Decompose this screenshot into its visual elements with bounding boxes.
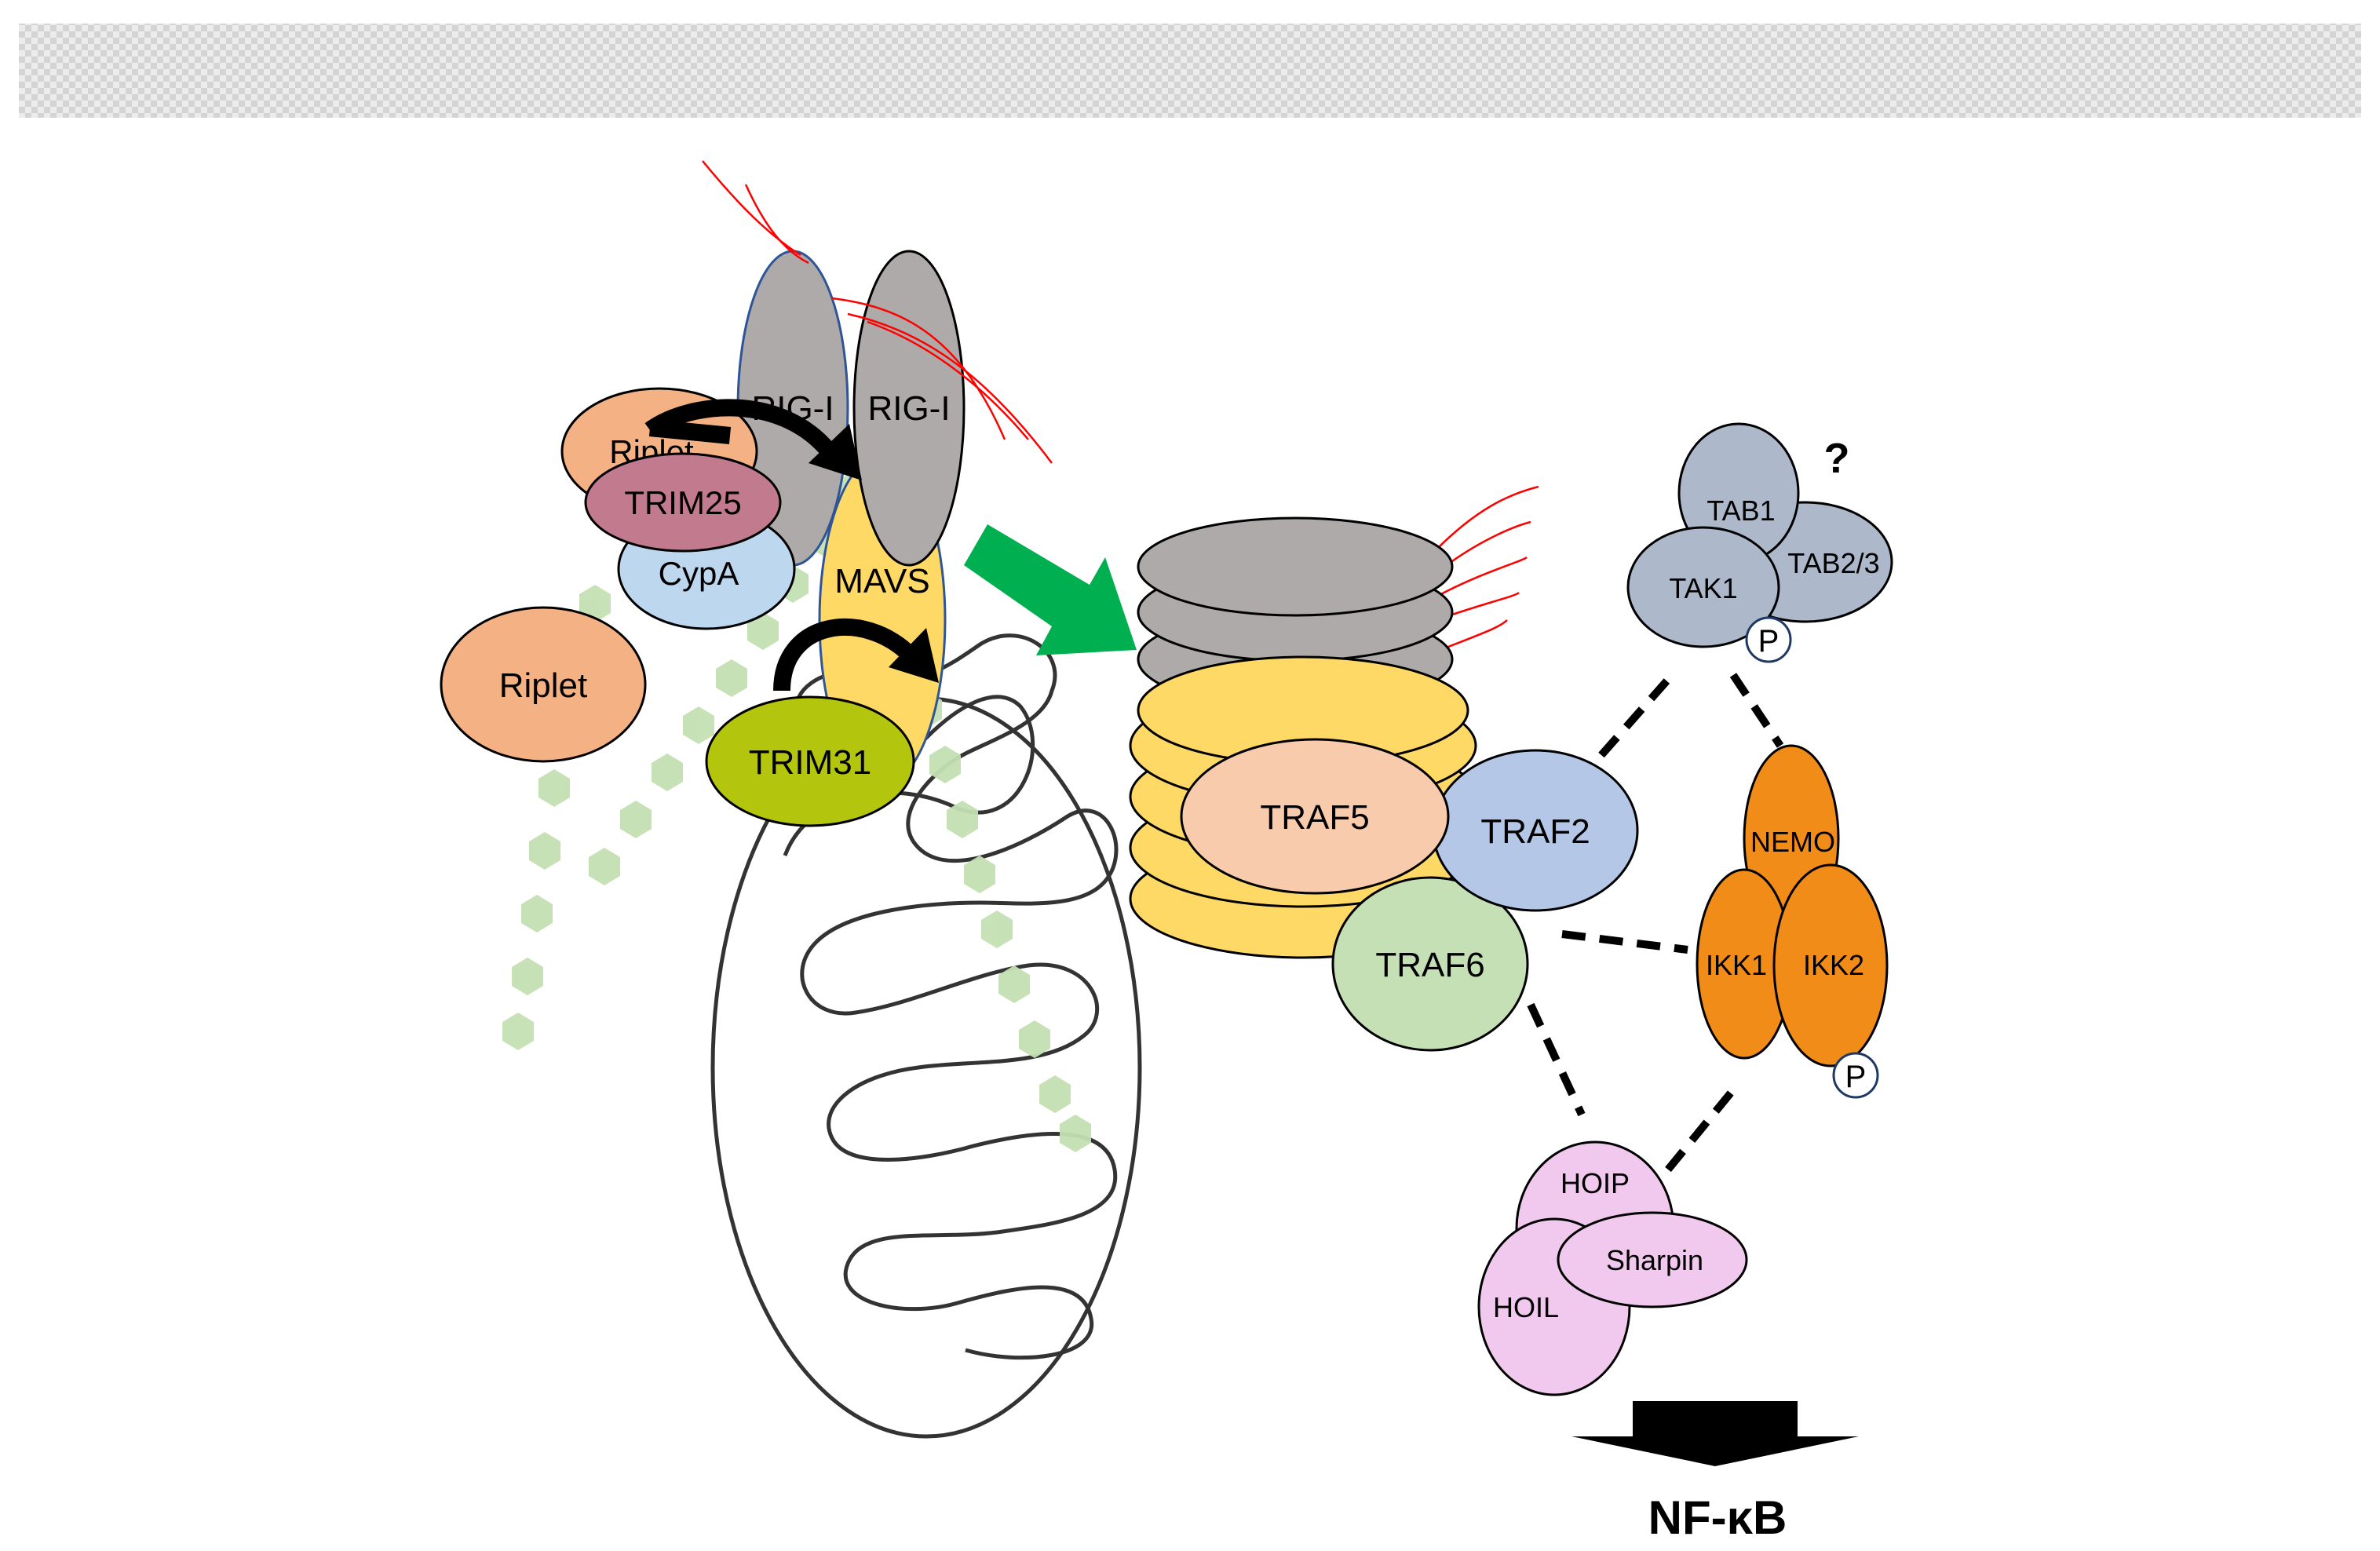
riplet-left-label: Riplet: [499, 666, 588, 705]
trim31-label: TRIM31: [749, 743, 871, 782]
green-arrow: [964, 524, 1137, 655]
phospho-tak1-label: P: [1758, 624, 1780, 659]
interaction-lines: [1527, 672, 1784, 1173]
ikk2-label: IKK2: [1803, 949, 1864, 981]
tab23-label: TAB2/3: [1787, 547, 1879, 579]
tak1-label: TAK1: [1669, 572, 1737, 604]
hoip-label: HOIP: [1561, 1167, 1630, 1199]
nfkb-label: NF-κB: [1648, 1491, 1787, 1544]
trim25-label: TRIM25: [624, 484, 741, 521]
trim25: [584, 452, 782, 553]
rig-i-2: [852, 250, 966, 567]
viral-rna: [702, 160, 1539, 653]
phospho-ikk: [1832, 1052, 1879, 1099]
traf6-label: TRAF6: [1375, 946, 1484, 984]
phospho-tak1: [1745, 616, 1792, 663]
curved-arrows: [644, 399, 939, 692]
traf6: [1331, 876, 1529, 1052]
rig-i-2-label: RIG-I: [867, 389, 950, 428]
nemo-label: NEMO: [1750, 826, 1835, 858]
question-mark: ?: [1824, 435, 1850, 482]
mavs-label: MAVS: [834, 562, 929, 600]
tak-complex: TAB1 TAB2/3 TAK1 P ?: [1626, 422, 1893, 663]
traf5-label: TRAF5: [1260, 798, 1369, 837]
ikk1-label: IKK1: [1706, 949, 1767, 981]
sharpin-label: Sharpin: [1606, 1244, 1703, 1276]
ikk-complex: NEMO IKK1 IKK2 P: [1696, 744, 1889, 1099]
phospho-ikk-label: P: [1845, 1060, 1867, 1094]
riplet-left: [440, 606, 647, 763]
traf2-label: TRAF2: [1480, 812, 1590, 851]
nfkb-arrow: [1571, 1401, 1859, 1466]
header-band: [19, 24, 2361, 118]
hoil-label: HOIL: [1493, 1291, 1559, 1323]
ubiquitin-chain-right: [911, 691, 1091, 1152]
ikk2: [1772, 863, 1889, 1067]
tab1-label: TAB1: [1707, 494, 1775, 527]
trim31: [705, 695, 915, 827]
sharpin: [1557, 1211, 1748, 1308]
traf5: [1180, 738, 1450, 895]
lubac-complex: HOIP HOIL Sharpin: [1477, 1140, 1748, 1396]
tak1: [1626, 526, 1780, 648]
cypa-label: CypA: [659, 555, 739, 592]
